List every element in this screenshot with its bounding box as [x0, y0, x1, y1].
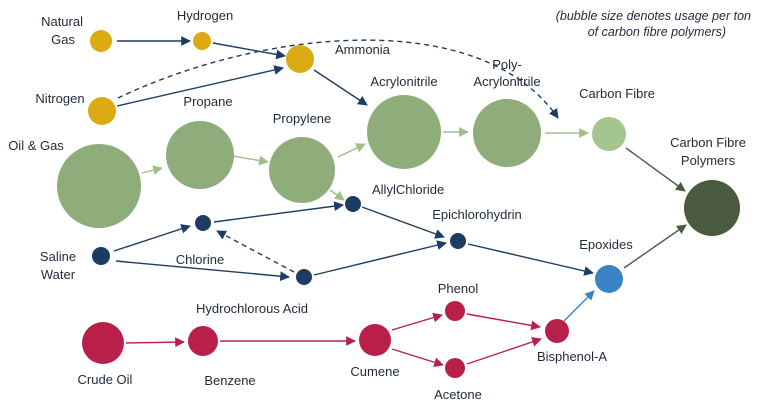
arrow-acetone-to-bisphenol	[466, 337, 542, 365]
labels: (bubble size denotes usage per ton of ca…	[8, 8, 751, 402]
bubble-hydrochloric-node	[296, 269, 312, 285]
bubble-natural-gas	[90, 30, 112, 52]
arrow-ammonia-to-acrylonitrile	[313, 69, 368, 106]
label-hydrochlorous-acid: Hydrochlorous Acid	[196, 301, 308, 316]
bubble-size-note-line1: (bubble size denotes usage per ton	[556, 9, 751, 23]
label-epichlorohydrin: Epichlorohydrin	[432, 207, 522, 222]
arrow-node-x-to-epichlorohydrin	[313, 240, 447, 276]
bubble-allylchloride	[345, 196, 361, 212]
arrow-node-x-to-chlorine-dashed	[216, 230, 295, 273]
label-hydrogen: Hydrogen	[177, 8, 233, 23]
bubble-ammonia	[286, 45, 314, 73]
label-carbon-fibre-polymers-line1: Carbon Fibre	[670, 135, 746, 150]
arrow-crude-oil-to-benzene	[125, 337, 185, 348]
arrow-phenol-to-bisphenol	[466, 313, 541, 331]
bubble-chlorine	[195, 215, 211, 231]
label-allylchloride: AllylChloride	[372, 182, 444, 197]
bubble-epichlorohydrin	[450, 233, 466, 249]
label-saline-water-line2: Water	[41, 267, 76, 282]
bubble-carbon-fibre-polymers	[684, 180, 740, 236]
label-benzene: Benzene	[204, 373, 255, 388]
bubble-size-note-line2: of carbon fibre polymers)	[588, 25, 726, 39]
bubble-epoxides	[595, 265, 623, 293]
label-nitrogen: Nitrogen	[35, 91, 84, 106]
arrow-propylene-to-acrylonitrile	[337, 143, 366, 158]
label-ammonia: Ammonia	[335, 42, 391, 57]
label-acetone: Acetone	[434, 387, 482, 402]
label-bisphenol-a: Bisphenol-A	[537, 349, 607, 364]
label-carbon-fibre: Carbon Fibre	[579, 86, 655, 101]
label-poly-acrylonitrile-line2: Acrylonitrile	[473, 74, 540, 89]
arrow-chlorine-to-allylchloride	[213, 201, 344, 223]
label-natural-gas-line1: Natural	[41, 14, 83, 29]
label-phenol: Phenol	[438, 281, 479, 296]
bubble-acetone	[445, 358, 465, 378]
arrow-saline-to-chlorine	[113, 224, 191, 252]
arrow-allylchloride-to-epichlorohydrin	[361, 206, 445, 239]
label-chlorine: Chlorine	[176, 252, 224, 267]
bubble-cumene	[359, 324, 391, 356]
bubble-saline-water	[92, 247, 110, 265]
arrow-cumene-to-acetone	[391, 348, 444, 368]
arrow-bisphenol-to-epoxides	[563, 290, 595, 322]
bubble-propane	[166, 121, 234, 189]
bubble-acrylonitrile	[367, 95, 441, 169]
label-epoxides: Epoxides	[579, 237, 633, 252]
label-natural-gas-line2: Gas	[51, 32, 75, 47]
bubble-propylene	[269, 137, 335, 203]
arrow-carbon-fibre-to-polymers	[625, 147, 686, 192]
arrow-saline-to-node-x	[115, 260, 290, 282]
label-crude-oil: Crude Oil	[78, 372, 133, 387]
arrows	[113, 36, 687, 368]
bubble-benzene	[188, 326, 218, 356]
arrow-cumene-to-phenol	[391, 312, 443, 331]
arrow-epichlorohydrin-to-epoxides	[467, 243, 594, 276]
arrow-hydrogen-to-ammonia	[212, 42, 286, 60]
bubble-oil-gas	[57, 144, 141, 228]
bubbles	[57, 30, 740, 378]
bubble-bisphenol-a	[545, 319, 569, 343]
arrow-epoxides-to-polymers	[623, 224, 687, 269]
bubble-carbon-fibre	[592, 117, 626, 151]
label-cumene: Cumene	[350, 364, 399, 379]
arrow-oil-gas-to-propane	[141, 165, 163, 175]
arrow-nitrogen-to-ammonia	[116, 65, 284, 107]
arrow-propylene-to-allylchloride	[329, 189, 345, 201]
arrow-nitrogen-to-carbon-fibre-dashed	[117, 39, 559, 119]
label-poly-acrylonitrile-line1: Poly-	[492, 57, 522, 72]
bubble-crude-oil	[82, 322, 124, 364]
label-acrylonitrile: Acrylonitrile	[370, 74, 437, 89]
label-oil-gas: Oil & Gas	[8, 138, 64, 153]
label-propane: Propane	[183, 94, 232, 109]
bubble-phenol	[445, 301, 465, 321]
bubble-poly-acrylonitrile	[473, 99, 541, 167]
label-propylene: Propylene	[273, 111, 332, 126]
bubble-hydrogen	[193, 32, 211, 50]
label-saline-water-line1: Saline	[40, 249, 76, 264]
bubble-nitrogen	[88, 97, 116, 125]
label-carbon-fibre-polymers-line2: Polymers	[681, 153, 736, 168]
